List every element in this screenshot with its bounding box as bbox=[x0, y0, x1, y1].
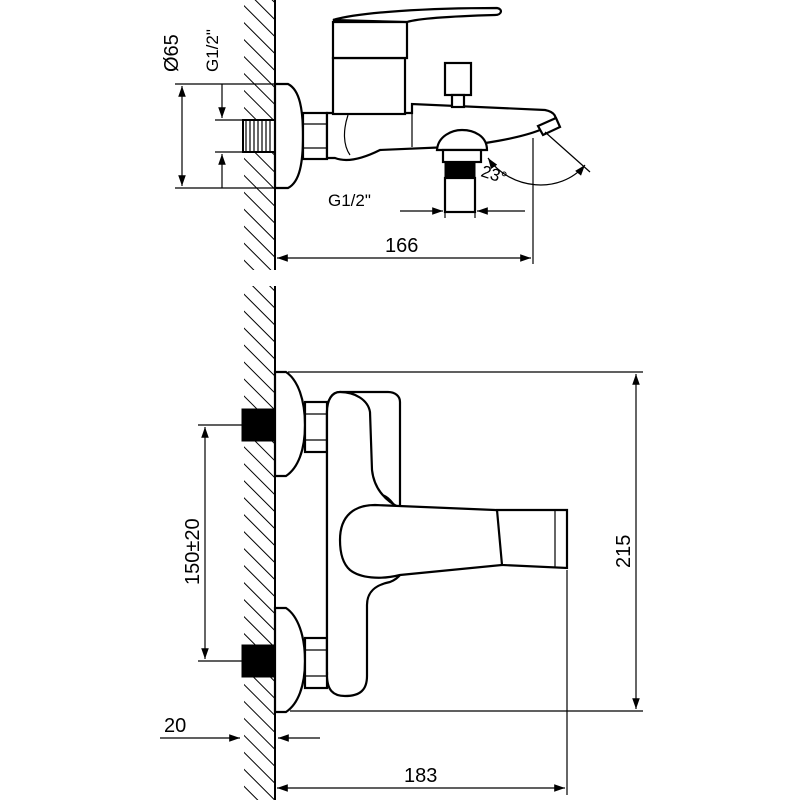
lever-handle-top bbox=[332, 6, 502, 24]
escutcheon-top bbox=[273, 82, 305, 190]
width-label: 183 bbox=[404, 765, 437, 787]
lower-escutcheon bbox=[273, 606, 307, 714]
outlet-thread-label: G1/2" bbox=[328, 191, 371, 210]
front-view: 215 150±20 20 183 bbox=[160, 286, 643, 800]
union-nut-top bbox=[301, 111, 329, 161]
height-label: 215 bbox=[613, 535, 635, 568]
upper-escutcheon bbox=[273, 370, 307, 478]
angle-arc bbox=[487, 157, 586, 186]
depth-label: 166 bbox=[385, 235, 418, 257]
shower-outlet-pipe bbox=[443, 176, 477, 214]
wall-offset-label: 20 bbox=[164, 715, 186, 737]
thread-lines bbox=[245, 120, 271, 152]
upper-inlet-stub bbox=[241, 408, 276, 442]
shower-outlet-base bbox=[435, 128, 489, 152]
cartridge-top bbox=[331, 56, 407, 116]
top-view: Ø65 G1/2" G1/2" 23° 166 bbox=[161, 0, 591, 270]
mixer-body-top bbox=[325, 102, 557, 161]
centers-label: 150±20 bbox=[182, 518, 204, 585]
lever-base-top bbox=[331, 20, 409, 60]
spout-front bbox=[338, 503, 508, 579]
shower-outlet-nut bbox=[441, 148, 483, 164]
diameter-label: Ø65 bbox=[161, 34, 183, 72]
upper-union-nut bbox=[303, 400, 329, 454]
wall-hatch-front bbox=[244, 286, 275, 800]
diverter-stem-top bbox=[450, 93, 466, 109]
lower-inlet-stub bbox=[241, 644, 276, 678]
shower-outlet-thread bbox=[444, 161, 476, 179]
lower-union-nut bbox=[303, 636, 329, 690]
spout-tip bbox=[495, 508, 569, 570]
spout-aerator-top bbox=[536, 116, 562, 137]
diverter-knob-top bbox=[443, 61, 473, 97]
inlet-thread bbox=[242, 119, 277, 153]
angle-label: 23° bbox=[479, 162, 509, 188]
inlet-thread-label: G1/2" bbox=[203, 29, 222, 72]
